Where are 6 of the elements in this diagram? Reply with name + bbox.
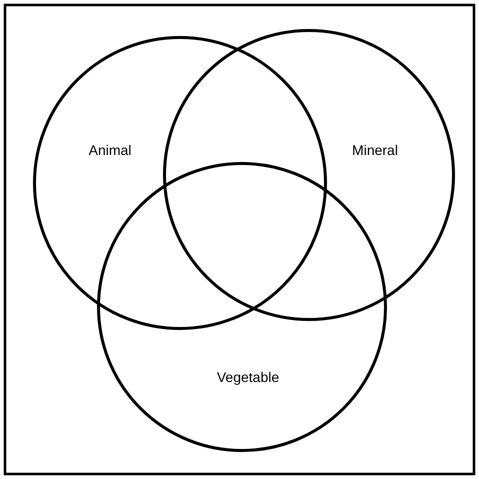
- set-circle: [97, 162, 387, 452]
- set-label: Animal: [88, 142, 132, 158]
- set-label: Vegetable: [216, 369, 280, 385]
- set-label: Mineral: [352, 142, 398, 158]
- set-circle: [163, 29, 455, 321]
- set-circle: [33, 36, 327, 330]
